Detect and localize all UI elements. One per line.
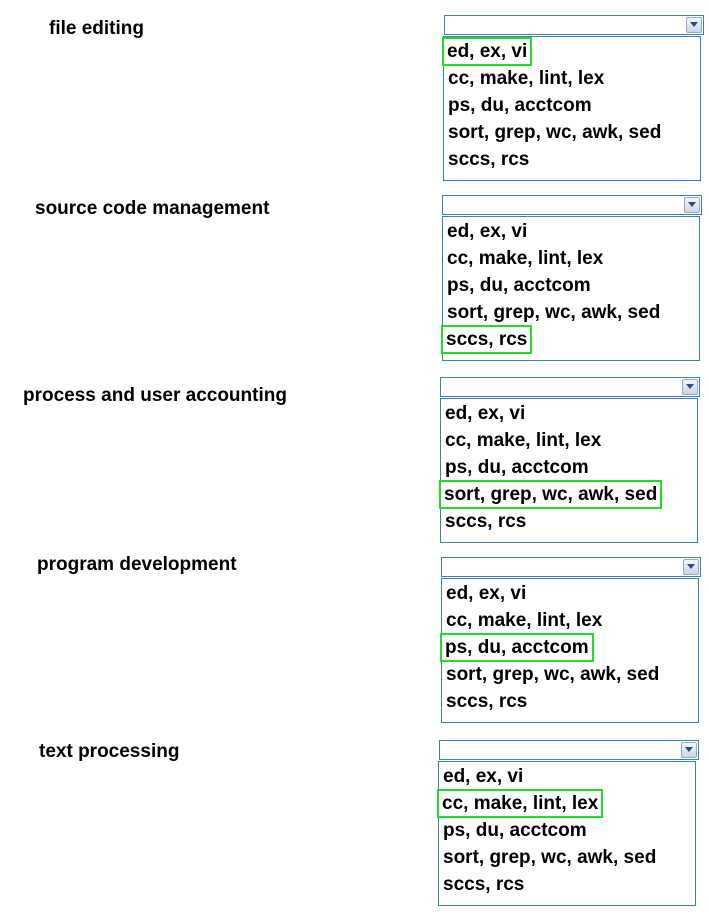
- listbox-source-code-management[interactable]: ed, ex, vi cc, make, lint, lex ps, du, a…: [440, 216, 700, 361]
- list-item[interactable]: cc, make, lint, lex: [436, 789, 604, 818]
- list-item[interactable]: ps, du, acctcom: [443, 820, 587, 841]
- list-item[interactable]: cc, make, lint, lex: [445, 430, 602, 451]
- chevron-down-icon: [687, 564, 695, 569]
- row-label-process-and-user-accounting: process and user accounting: [23, 385, 287, 406]
- chevron-down-icon: [690, 22, 698, 27]
- dropdown-program-development[interactable]: [441, 557, 701, 577]
- list-item[interactable]: ed, ex, vi: [443, 766, 524, 787]
- list-item[interactable]: ed, ex, vi: [445, 403, 526, 424]
- list-item[interactable]: ps, du, acctcom: [447, 275, 591, 296]
- list-item[interactable]: sccs, rcs: [445, 511, 527, 532]
- list-item[interactable]: sort, grep, wc, awk, sed: [447, 302, 661, 323]
- list-item[interactable]: sort, grep, wc, awk, sed: [438, 480, 663, 509]
- list-item[interactable]: sccs, rcs: [446, 691, 528, 712]
- list-item[interactable]: ed, ex, vi: [441, 37, 533, 66]
- list-item[interactable]: ps, du, acctcom: [440, 633, 594, 662]
- listbox-text-processing[interactable]: ed, ex, vi cc, make, lint, lex ps, du, a…: [436, 761, 696, 906]
- listbox-process-and-user-accounting[interactable]: ed, ex, vi cc, make, lint, lex ps, du, a…: [438, 398, 698, 543]
- dropdown-button[interactable]: [682, 379, 698, 395]
- dropdown-process-and-user-accounting[interactable]: [440, 377, 700, 397]
- dropdown-button[interactable]: [683, 559, 699, 575]
- list-item[interactable]: ps, du, acctcom: [448, 95, 592, 116]
- chevron-down-icon: [686, 384, 694, 389]
- listbox-file-editing[interactable]: ed, ex, vi cc, make, lint, lex ps, du, a…: [441, 36, 701, 181]
- chevron-down-icon: [685, 747, 693, 752]
- list-item[interactable]: sort, grep, wc, awk, sed: [446, 664, 660, 685]
- row-label-source-code-management: source code management: [35, 198, 270, 219]
- row-label-file-editing: file editing: [49, 18, 144, 39]
- list-item[interactable]: sccs, rcs: [448, 149, 530, 170]
- row-label-text-processing: text processing: [39, 741, 180, 762]
- dropdown-file-editing[interactable]: [444, 15, 704, 35]
- list-item[interactable]: ed, ex, vi: [447, 221, 528, 242]
- list-item[interactable]: cc, make, lint, lex: [447, 248, 604, 269]
- list-item[interactable]: sort, grep, wc, awk, sed: [448, 122, 662, 143]
- dropdown-text-processing[interactable]: [439, 740, 699, 760]
- listbox-program-development[interactable]: ed, ex, vi cc, make, lint, lex ps, du, a…: [440, 578, 699, 723]
- dropdown-button[interactable]: [684, 197, 700, 213]
- chevron-down-icon: [688, 202, 696, 207]
- list-item[interactable]: sccs, rcs: [443, 874, 525, 895]
- list-item[interactable]: ps, du, acctcom: [445, 457, 589, 478]
- list-item[interactable]: ed, ex, vi: [446, 583, 527, 604]
- dropdown-button[interactable]: [686, 17, 702, 33]
- list-item[interactable]: sccs, rcs: [440, 325, 533, 354]
- list-item[interactable]: sort, grep, wc, awk, sed: [443, 847, 657, 868]
- list-item[interactable]: cc, make, lint, lex: [446, 610, 603, 631]
- dropdown-button[interactable]: [681, 742, 697, 758]
- row-label-program-development: program development: [37, 554, 237, 575]
- dropdown-source-code-management[interactable]: [442, 195, 702, 215]
- list-item[interactable]: cc, make, lint, lex: [448, 68, 605, 89]
